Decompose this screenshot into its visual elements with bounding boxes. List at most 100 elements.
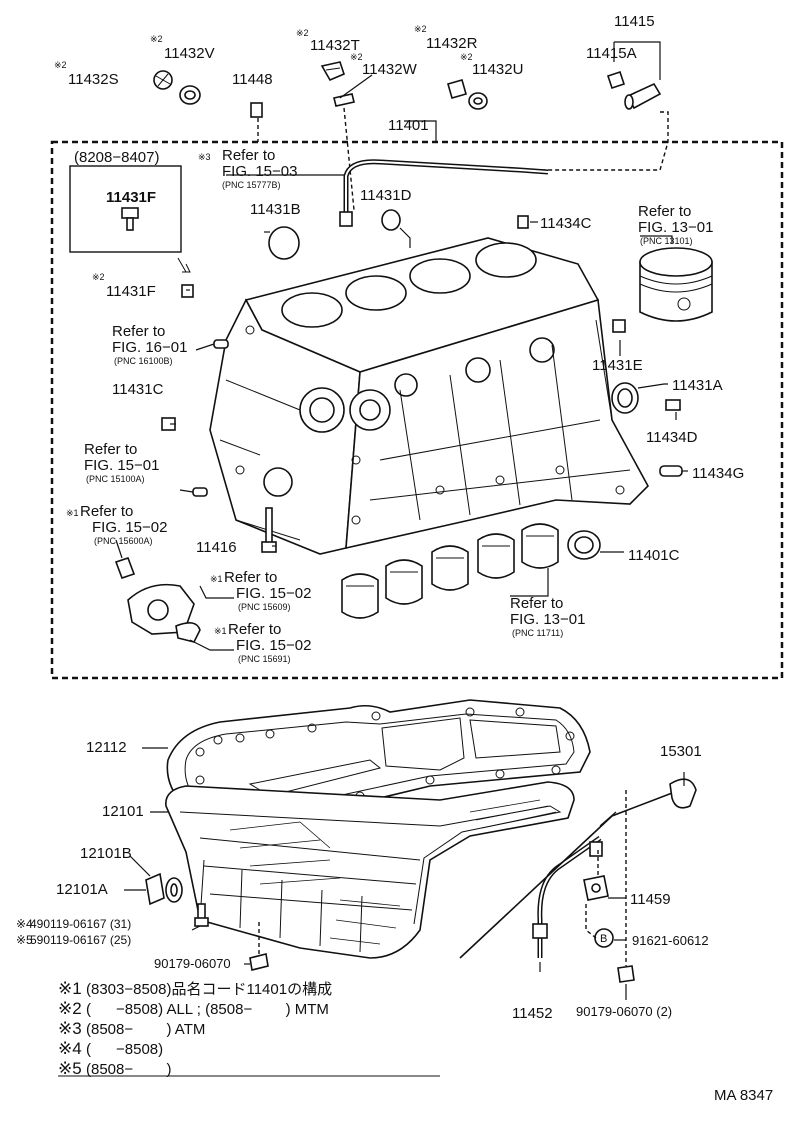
ref-15-02-a-fig[interactable]: FIG. 15−02: [92, 519, 167, 536]
part-11431A-seal[interactable]: [611, 382, 639, 414]
ref-15-02-c-title: Refer to: [228, 621, 281, 638]
diagram-code: MA 8347: [714, 1087, 773, 1104]
cylinder-block[interactable]: [209, 237, 649, 555]
part-11432U-seal[interactable]: [468, 92, 488, 110]
part-11415A-union[interactable]: [606, 70, 626, 90]
ref-15-02-b-title: Refer to: [224, 569, 277, 586]
label-11432W: 11432W: [362, 61, 418, 78]
label-91621-60612: 91621-60612: [632, 933, 709, 948]
mark-1: ※1: [210, 574, 223, 584]
part-90179-nut-a[interactable]: [249, 953, 269, 971]
mark-1: ※1: [66, 508, 79, 518]
part-11416-bolt[interactable]: [261, 507, 277, 553]
part-11434C-pin[interactable]: [517, 215, 529, 229]
mark-2: ※2: [460, 52, 473, 62]
part-11459-clamp[interactable]: [583, 875, 609, 901]
label-90179-06070: 90179-06070: [154, 956, 231, 971]
ref-15-02-c-fig[interactable]: FIG. 15−02: [236, 637, 311, 654]
mark-3: ※3: [198, 152, 211, 162]
part-11415-pipe[interactable]: [624, 82, 662, 110]
ref-15-03-pnc: (PNC 15777B): [222, 180, 281, 190]
label-11431B: 11431B: [250, 201, 301, 218]
ref-13-01-a-title: Refer to: [638, 203, 691, 220]
mark-1: ※1: [214, 626, 227, 636]
inset-box-11431F: [69, 165, 182, 253]
label-15301: 15301: [660, 743, 702, 760]
label-12101A: 12101A: [56, 881, 108, 898]
note-mark-2: ※2: [58, 999, 82, 1018]
note-mark-5: ※5: [58, 1059, 82, 1078]
marker-b: B: [594, 928, 614, 948]
part-11432V-seal[interactable]: [179, 85, 201, 105]
part-11432S-plug[interactable]: [153, 70, 173, 90]
mark-2: ※2: [350, 52, 363, 62]
part-11431F-plug[interactable]: [181, 284, 194, 298]
oil-level-pipe: [339, 159, 549, 227]
label-12101B: 12101B: [80, 845, 132, 862]
part-11431D-plug[interactable]: [381, 209, 401, 231]
ref-13-01-a-fig[interactable]: FIG. 13−01: [638, 219, 713, 236]
part-90179-nut-b[interactable]: [617, 965, 635, 983]
label-11459: 11459: [630, 891, 671, 908]
part-11434D-pin[interactable]: [665, 399, 681, 411]
part-15301-dipstick[interactable]: [459, 778, 697, 959]
ref-15-02-b-fig[interactable]: FIG. 15−02: [236, 585, 311, 602]
part-11431F-sensor-inset[interactable]: [121, 207, 139, 231]
label-590119: 590119-06167 (25): [30, 933, 131, 947]
ref-16-01-title: Refer to: [112, 323, 165, 340]
note-mark-1: ※1: [58, 979, 82, 998]
part-11432W-washer[interactable]: [333, 93, 355, 107]
part-dowel-15-01: [192, 487, 208, 497]
mark-2: ※2: [296, 28, 309, 38]
label-11432U: 11432U: [472, 61, 523, 78]
label-90179-06070-2: 90179-06070 (2): [576, 1004, 672, 1019]
crank-bearings: [341, 523, 559, 619]
part-11431E-plug[interactable]: [612, 319, 626, 333]
ref-13-01-b-fig[interactable]: FIG. 13−01: [510, 611, 585, 628]
part-11448-pin[interactable]: [250, 102, 263, 118]
part-stud-bolt[interactable]: [194, 903, 209, 927]
water-pump-reference: [114, 556, 201, 643]
footnotes: ※1 (8303−8508)品名コード11401の構成 ※2 ( −8508) …: [58, 979, 440, 1078]
label-11432T: 11432T: [310, 37, 360, 54]
part-12101-oil-pan[interactable]: [165, 781, 575, 959]
part-11432R-plug[interactable]: [447, 79, 467, 99]
ref-15-02-a-pnc: (PNC 15600A): [94, 536, 153, 546]
ref-15-02-b-pnc: (PNC 15609): [238, 602, 291, 612]
label-11434G: 11434G: [692, 465, 744, 482]
part-11434G-pin[interactable]: [659, 465, 683, 477]
label-12101: 12101: [102, 803, 144, 820]
mark-2: ※2: [414, 24, 427, 34]
part-11401C-seal[interactable]: [567, 530, 601, 560]
ref-15-02-c-pnc: (PNC 15691): [238, 654, 291, 664]
label-12112: 12112: [86, 739, 127, 756]
label-11434D: 11434D: [646, 429, 698, 446]
label-11431E: 11431E: [592, 357, 643, 374]
part-12101A-drain-plug[interactable]: [145, 872, 165, 906]
ref-16-01-fig[interactable]: FIG. 16−01: [112, 339, 187, 356]
label-11431C: 11431C: [112, 381, 164, 398]
ref-13-01-b-title: Refer to: [510, 595, 563, 612]
part-11432T-plug[interactable]: [320, 61, 345, 82]
part-dowel-16-01: [213, 339, 229, 349]
note-text-5: (8508− ): [86, 1061, 171, 1078]
ref-15-03-fig[interactable]: FIG. 15−03: [222, 163, 297, 180]
piston-reference: [639, 247, 713, 322]
part-11452-dipstick-guide[interactable]: [532, 835, 603, 958]
label-11431D: 11431D: [360, 187, 412, 204]
ref-13-01-b-pnc: (PNC 11711): [512, 628, 563, 638]
part-11431B-plug[interactable]: [268, 226, 300, 260]
label-11431F: 11431F: [106, 283, 156, 300]
part-12101B-gasket[interactable]: [165, 877, 183, 903]
ref-13-01-a-pnc: (PNC 13101): [640, 236, 693, 246]
label-11415A: 11415A: [586, 45, 637, 62]
mark-2: ※2: [54, 60, 67, 70]
note-mark-3: ※3: [58, 1019, 82, 1038]
mark-2: ※2: [150, 34, 163, 44]
note-text-1: (8303−8508)品名コード11401の構成: [86, 981, 332, 998]
label-11431A: 11431A: [672, 377, 723, 394]
label-11432S: 11432S: [68, 71, 119, 88]
ref-15-01-fig[interactable]: FIG. 15−01: [84, 457, 159, 474]
note-text-2: ( −8508) ALL ; (8508− ) MTM: [86, 1001, 329, 1018]
note-mark-4: ※4: [58, 1039, 82, 1058]
